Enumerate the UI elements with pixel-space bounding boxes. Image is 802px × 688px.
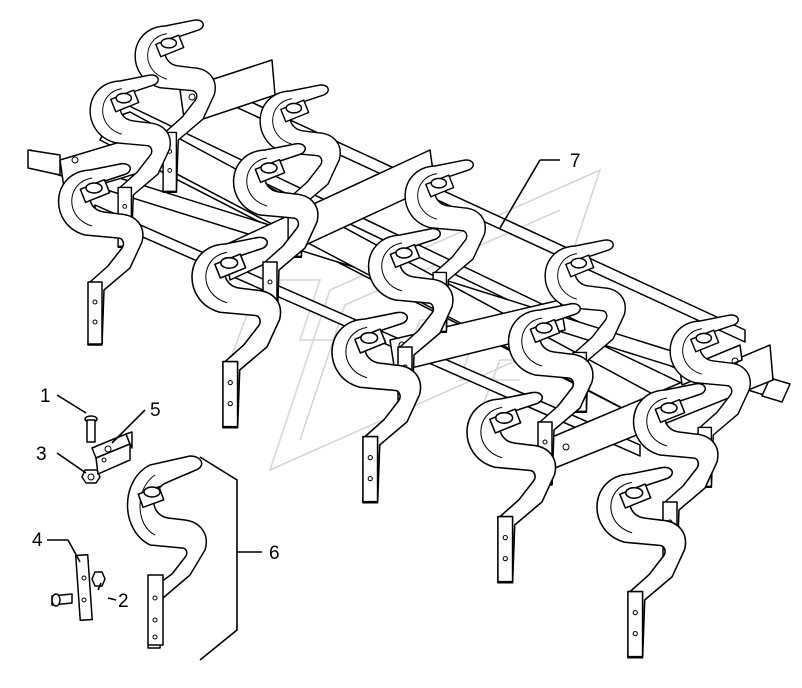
spring-tine bbox=[596, 466, 687, 659]
callout-3: 3 bbox=[36, 444, 47, 465]
tine-extension-plate bbox=[74, 553, 93, 622]
frame-end-tab-right bbox=[761, 377, 791, 403]
callout-6: 6 bbox=[269, 543, 280, 564]
callout-labels: 1 2 3 4 5 6 7 bbox=[32, 151, 581, 612]
spring-tine bbox=[57, 162, 144, 346]
spring-tine bbox=[191, 236, 282, 429]
callout-bracket-6 bbox=[199, 456, 238, 661]
callout-2: 2 bbox=[118, 591, 129, 612]
frame-end-tab-left bbox=[27, 149, 61, 176]
callout-1: 1 bbox=[40, 386, 51, 407]
callout-4: 4 bbox=[32, 530, 43, 551]
bolt bbox=[84, 415, 98, 443]
mounting-bracket bbox=[91, 431, 133, 475]
bolt-and-nut bbox=[51, 571, 106, 607]
spring-tine bbox=[331, 311, 422, 504]
callout-7: 7 bbox=[570, 151, 581, 172]
exploded-parts bbox=[51, 415, 238, 661]
leader-lines bbox=[47, 159, 560, 601]
spring-tine-assembly bbox=[126, 455, 207, 649]
tine-units bbox=[57, 19, 751, 659]
callout-5: 5 bbox=[150, 400, 161, 421]
spring-tine bbox=[466, 391, 557, 584]
